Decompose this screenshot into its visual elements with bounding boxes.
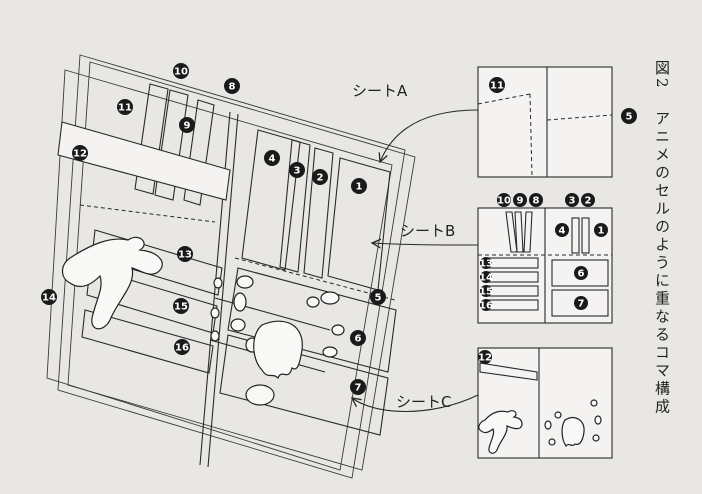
svg-text:9: 9 [517,196,524,207]
badge-2: 2 [312,169,328,185]
sheet-c-label: シートC [396,393,451,411]
svg-text:16: 16 [479,301,493,312]
sheet-arrows [352,109,479,413]
svg-text:6: 6 [355,334,362,345]
svg-text:15: 15 [479,287,493,298]
svg-text:7: 7 [578,299,585,310]
svg-text:16: 16 [175,343,189,354]
svg-text:13: 13 [479,259,493,270]
sheet-b-badge-3: 3 [565,193,579,207]
svg-text:1: 1 [598,226,605,237]
sheet-b-badge-9: 9 [513,193,527,207]
sheet-b-badge-4: 4 [555,223,569,237]
svg-text:11: 11 [118,103,132,114]
svg-text:10: 10 [497,196,511,207]
sheet-b-diagram [477,207,613,324]
badge-8: 8 [224,78,240,94]
sheet-b-badge-1: 1 [594,223,608,237]
badge-4: 4 [264,150,280,166]
svg-text:13: 13 [178,250,192,261]
figure-caption: 図2 アニメのセルのように重なるコマ構成 [652,60,673,416]
svg-text:14: 14 [479,273,493,284]
sheet-b-badge-15: 15 [479,285,493,298]
svg-text:6: 6 [578,269,585,280]
sheet-c-badge-12: 12 [478,350,492,364]
stacked-sheets [46,54,416,479]
badge-6: 6 [350,330,366,346]
svg-text:9: 9 [184,121,191,132]
badge-7: 7 [350,379,366,395]
figure-number: 図2 [653,60,671,91]
badge-11: 11 [117,99,133,115]
svg-text:5: 5 [375,293,382,304]
badge-12: 12 [72,145,88,161]
svg-text:12: 12 [73,149,87,160]
badge-13: 13 [177,246,193,262]
svg-text:5: 5 [626,112,633,123]
svg-text:1: 1 [356,182,363,193]
badge-14: 14 [41,289,57,305]
sheet-a-badge-11: 11 [489,77,505,93]
figure-caption-text: アニメのセルのように重なるコマ構成 [653,110,671,417]
svg-text:3: 3 [294,166,301,177]
svg-text:2: 2 [317,173,324,184]
svg-text:8: 8 [533,196,540,207]
sheet-b-badge-10: 10 [497,193,511,207]
svg-text:14: 14 [42,293,56,304]
sheet-b-badge-7: 7 [574,296,588,310]
sheet-b-badge-16: 16 [479,299,493,312]
badge-5: 5 [370,289,386,305]
badge-9: 9 [179,117,195,133]
badge-16: 16 [174,339,190,355]
badge-1: 1 [351,178,367,194]
panel-number-badges: 10 8 11 9 12 4 3 2 1 13 14 5 15 6 16 7 1… [41,63,637,395]
sheet-a-badge-5: 5 [621,108,637,124]
sheet-b-badge-8: 8 [529,193,543,207]
sheet-b-badge-14: 14 [479,271,493,284]
sheet-b-badge-2: 2 [581,193,595,207]
svg-text:4: 4 [269,154,276,165]
badge-10: 10 [173,63,189,79]
svg-text:3: 3 [569,196,576,207]
svg-text:10: 10 [174,67,188,78]
svg-text:8: 8 [229,82,236,93]
sheet-a-label: シートA [352,82,408,100]
badge-3: 3 [289,162,305,178]
sheet-b-label: シートB [400,222,455,240]
svg-text:2: 2 [585,196,592,207]
svg-text:7: 7 [355,383,362,394]
sheet-b-badge-13: 13 [479,257,493,270]
svg-text:4: 4 [559,226,566,237]
sheet-b-badge-6: 6 [574,266,588,280]
sheet-c-diagram [477,347,613,459]
svg-text:15: 15 [174,302,188,313]
svg-text:12: 12 [478,353,492,364]
svg-text:11: 11 [490,81,504,92]
badge-15: 15 [173,298,189,314]
